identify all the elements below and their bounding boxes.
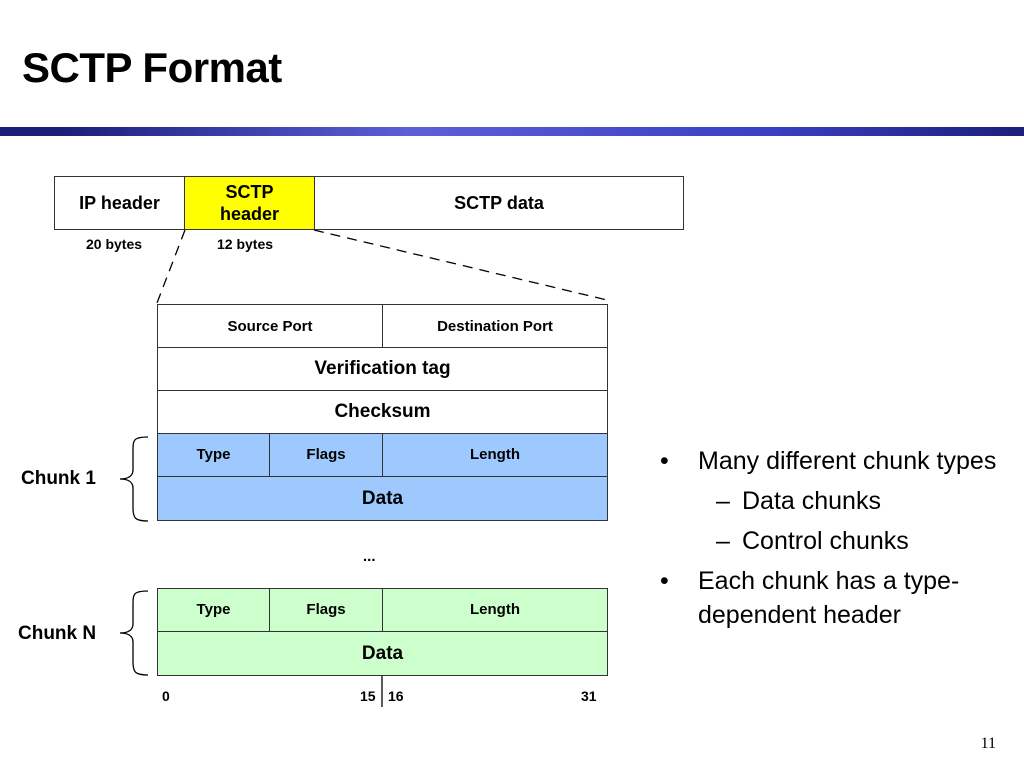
chunkN-type-field: Type: [157, 588, 270, 632]
page-number: 11: [980, 735, 996, 752]
bit-label-16: 16: [388, 688, 404, 704]
chunkN-flags-field: Flags: [269, 588, 383, 632]
chunk1-label: Chunk 1: [21, 468, 96, 489]
chunk1-type-field: Type: [157, 433, 270, 477]
chunkN-label: Chunk N: [18, 623, 97, 644]
bullet-text: Many different chunk types: [698, 447, 997, 475]
destination-port-field: Destination Port: [382, 304, 608, 348]
bit-label-0: 0: [162, 688, 170, 704]
sctp-header-box: SCTP header: [184, 176, 315, 230]
ellipsis: ...: [363, 548, 376, 565]
bullet-item: • Each chunk has a type-dependent header: [660, 564, 1010, 632]
bullet-marker: •: [660, 447, 669, 475]
chunkN-data-field: Data: [157, 631, 608, 676]
bit-label-31: 31: [581, 688, 597, 704]
sctp-size-label: 12 bytes: [217, 236, 274, 252]
bullet-text: Each chunk has a type-dependent header: [698, 567, 960, 629]
chunk1-brace: [119, 436, 149, 522]
sub-bullet-item: – Data chunks: [660, 484, 1010, 518]
ip-header-box: IP header: [54, 176, 185, 230]
source-port-field: Source Port: [157, 304, 383, 348]
dash-marker: –: [716, 527, 730, 555]
bullet-list: • Many different chunk types – Data chun…: [660, 444, 1010, 632]
bit-label-15: 15: [360, 688, 376, 704]
chunkN-brace: [119, 590, 149, 676]
checksum-field: Checksum: [157, 390, 608, 434]
sub-bullet-text: Data chunks: [742, 487, 881, 515]
title-rule: [0, 127, 1024, 136]
sctp-data-box: SCTP data: [314, 176, 684, 230]
chunkN-length-field: Length: [382, 588, 608, 632]
chunk1-length-field: Length: [382, 433, 608, 477]
chunk1-data-field: Data: [157, 476, 608, 521]
chunk1-flags-field: Flags: [269, 433, 383, 477]
bullet-marker: •: [660, 567, 669, 595]
ip-size-label: 20 bytes: [86, 236, 143, 252]
bullet-item: • Many different chunk types: [660, 444, 1010, 478]
sub-bullet-item: – Control chunks: [660, 524, 1010, 558]
slide-title: SCTP Format: [22, 44, 282, 91]
verification-tag-field: Verification tag: [157, 347, 608, 391]
dash-marker: –: [716, 487, 730, 515]
sub-bullet-text: Control chunks: [742, 527, 909, 555]
